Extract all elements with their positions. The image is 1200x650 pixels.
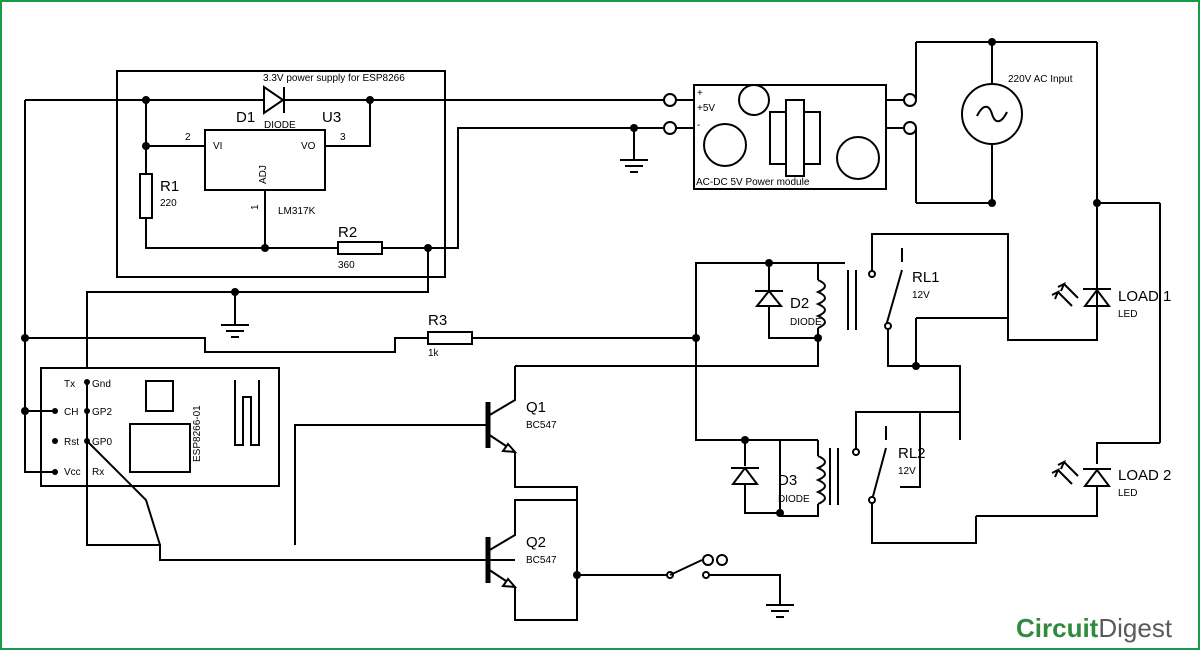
switch-up-icon xyxy=(716,554,728,566)
u3-adj: ADJ xyxy=(258,165,269,184)
supply-title: 3.3V power supply for ESP8266 xyxy=(263,73,405,84)
switch-down-icon xyxy=(702,554,714,566)
d2-type: DIODE xyxy=(790,317,822,328)
circuitdigest-logo: CircuitDigest xyxy=(1016,613,1173,643)
load2-led: LOAD 2 LED xyxy=(976,442,1171,517)
q2-ref: Q2 xyxy=(526,534,546,551)
logo-part1: Circuit xyxy=(1016,613,1099,643)
u3-vo: VO xyxy=(301,141,316,152)
load1-label: LOAD 1 xyxy=(1118,288,1171,305)
ac-source: 220V AC Input xyxy=(915,41,1098,280)
load1-type: LED xyxy=(1118,309,1137,320)
q1-ref: Q1 xyxy=(526,399,546,416)
esp-pin-rst: Rst xyxy=(64,437,79,448)
r2-ref: R2 xyxy=(338,224,357,241)
esp-pin-gp0: GP0 xyxy=(92,437,112,448)
r3-resistor: R3 1k xyxy=(25,312,696,359)
svg-text:CircuitDigest: CircuitDigest xyxy=(1016,613,1173,643)
u3-regulator: VI VO ADJ 2 3 1 U3 LM317K xyxy=(185,109,346,217)
load1-led: LOAD 1 LED xyxy=(1051,202,1171,443)
r2-resistor: R2 360 xyxy=(337,224,383,271)
push-switch xyxy=(577,554,794,618)
esp-pin-gnd: Gnd xyxy=(92,379,111,390)
r1-value: 220 xyxy=(160,198,177,209)
d2-ref: D2 xyxy=(790,295,809,312)
u3-part: LM317K xyxy=(278,206,316,217)
r3-ref: R3 xyxy=(428,312,447,329)
esp-pin-tx: Tx xyxy=(64,379,75,390)
rl2-ref: RL2 xyxy=(898,445,926,462)
rl1-rating: 12V xyxy=(912,290,930,301)
r1-resistor: R1 220 xyxy=(139,173,179,219)
logo-part2: Digest xyxy=(1098,613,1172,643)
terminal-plus xyxy=(663,93,677,107)
relay-rl2: D3 DIODE RL2 12V xyxy=(695,338,977,544)
esp-label: ESP8266-01 xyxy=(192,405,203,462)
rl2-rating: 12V xyxy=(898,466,916,477)
module-minus: - xyxy=(697,120,700,131)
u3-vi: VI xyxy=(213,141,222,152)
terminal-minus xyxy=(663,121,677,135)
esp-pin-ch: CH xyxy=(64,407,78,418)
q2-part: BC547 xyxy=(526,555,557,566)
esp-pin-vcc: Vcc xyxy=(64,467,81,478)
esp-pin-rx: Rx xyxy=(92,467,104,478)
d3-type: DIODE xyxy=(778,494,810,505)
u3-pin-vi: 2 xyxy=(185,132,191,143)
q2-transistor: Q2 BC547 xyxy=(485,499,578,621)
ac-label: 220V AC Input xyxy=(1008,74,1073,85)
ground-symbol-esp xyxy=(221,292,249,338)
d3-ref: D3 xyxy=(778,472,797,489)
supply-block: 3.3V power supply for ESP8266 D1 DIODE V… xyxy=(24,70,664,473)
u3-pin-vo: 3 xyxy=(340,132,346,143)
power-module: + +5V - AC-DC 5V Power module xyxy=(676,84,904,190)
esp8266-module: ESP8266-01 Tx Gnd CH GP2 Rst GP0 Vcc Rx xyxy=(25,367,515,561)
q1-transistor: Q1 BC547 xyxy=(294,366,578,575)
esp-pin-gp2: GP2 xyxy=(92,407,112,418)
r1-ref: R1 xyxy=(160,178,179,195)
module-plus: + xyxy=(697,88,703,99)
supply-box xyxy=(116,70,446,278)
load2-label: LOAD 2 xyxy=(1118,467,1171,484)
q1-part: BC547 xyxy=(526,420,557,431)
rl1-ref: RL1 xyxy=(912,269,940,286)
terminal-ac2 xyxy=(903,121,917,135)
u3-ref: U3 xyxy=(322,109,341,126)
terminal-ac1 xyxy=(903,93,917,107)
r2-value: 360 xyxy=(338,260,355,271)
module-plus5v: +5V xyxy=(697,103,715,114)
d1-diode: D1 DIODE xyxy=(236,85,296,131)
ac-sine-icon xyxy=(976,105,1008,123)
u3-pin-adj: 1 xyxy=(250,204,261,210)
junction-dots xyxy=(21,38,1101,579)
d1-ref: D1 xyxy=(236,109,255,126)
load2-type: LED xyxy=(1118,488,1137,499)
ground-symbol-module xyxy=(620,128,648,173)
d1-type: DIODE xyxy=(264,120,296,131)
module-label: AC-DC 5V Power module xyxy=(696,177,810,188)
r3-value: 1k xyxy=(428,348,440,359)
